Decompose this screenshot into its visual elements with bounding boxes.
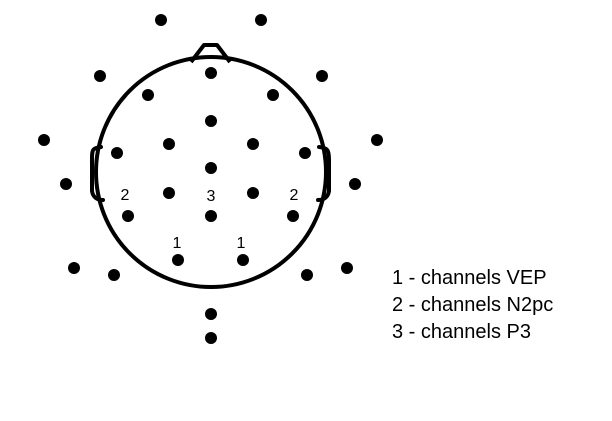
n2pc-group-label-left: 2 [121, 187, 130, 204]
electrode-dot [205, 67, 217, 79]
electrode-dot [163, 138, 175, 150]
electrode-dot [255, 14, 267, 26]
electrode-dot [38, 134, 50, 146]
head-circle [94, 55, 328, 289]
electrode-dot [122, 210, 134, 222]
electrode-dot [205, 162, 217, 174]
electrode-dot [205, 210, 217, 222]
electrode-dot [247, 138, 259, 150]
legend-item-p3: 3 - channels P3 [392, 321, 531, 343]
electrode-dot [68, 262, 80, 274]
electrode-dot [205, 308, 217, 320]
legend: 1 - channels VEP 2 - channels N2pc 3 - c… [392, 267, 553, 343]
vep-group-label-right: 1 [237, 235, 246, 252]
electrode-dot [267, 89, 279, 101]
electrode-dot [349, 178, 361, 190]
legend-item-vep: 1 - channels VEP [392, 267, 547, 289]
legend-item-n2pc: 2 - channels N2pc [392, 294, 553, 316]
electrode-dot [316, 70, 328, 82]
electrode-dot [172, 254, 184, 266]
electrode-dot [163, 187, 175, 199]
electrode-group [38, 14, 383, 344]
head-outline [90, 43, 331, 289]
electrode-dot [237, 254, 249, 266]
electrode-dot [111, 147, 123, 159]
electrode-dot [60, 178, 72, 190]
vep-group-label-left: 1 [173, 235, 182, 252]
electrode-dot [247, 187, 259, 199]
electrode-dot [108, 269, 120, 281]
electrode-dot [301, 269, 313, 281]
electrode-dot [155, 14, 167, 26]
electrode-dot [205, 115, 217, 127]
electrode-dot [94, 70, 106, 82]
n2pc-group-label-right: 2 [290, 187, 299, 204]
electrode-dot [205, 332, 217, 344]
p3-group-label: 3 [207, 188, 216, 205]
electrode-dot [371, 134, 383, 146]
electrode-dot [287, 210, 299, 222]
electrode-dot [299, 147, 311, 159]
electrode-dot [341, 262, 353, 274]
electrode-dot [142, 89, 154, 101]
